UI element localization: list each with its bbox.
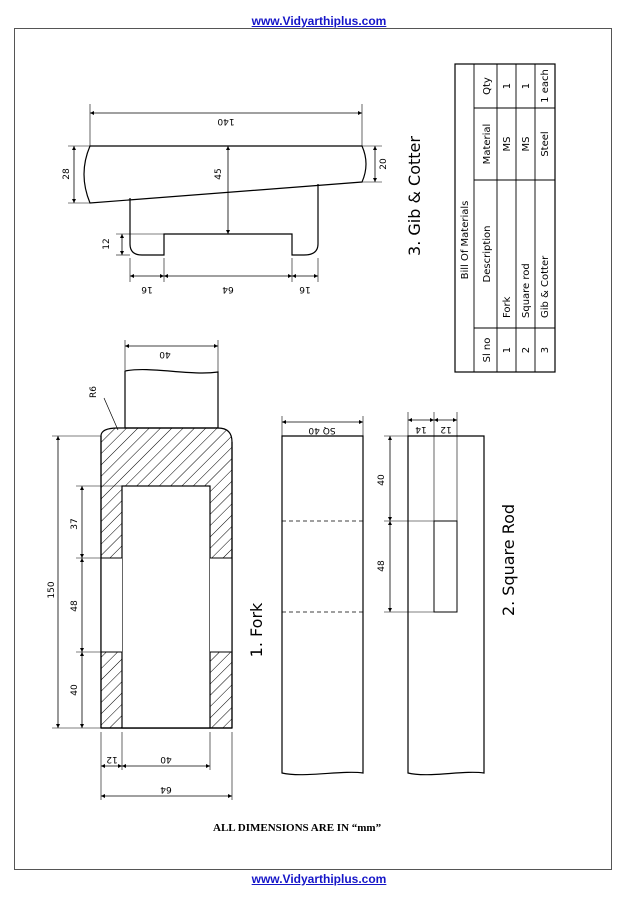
gib-cotter-dim-16-right: 16 xyxy=(299,284,311,294)
square-rod-slot xyxy=(433,520,458,613)
fork-dim-40-shank: 40 xyxy=(159,349,171,359)
gib-cotter-dim-20: 20 xyxy=(379,158,389,170)
square-rod-dim-48: 48 xyxy=(377,560,387,572)
bom-title: Bill Of Materials xyxy=(460,201,471,280)
gib-cotter-dim-140: 140 xyxy=(217,116,234,126)
fork-view: 150 37 48 40 40 R6 12 40 64 1. Fork xyxy=(47,340,266,800)
square-rod-dim-40: 40 xyxy=(377,474,387,486)
fork-dim-64: 64 xyxy=(160,784,172,794)
gib-cotter-body xyxy=(83,145,367,204)
gib-cotter-view: 45 140 28 20 12 16 64 16 3. Gib & Cotter xyxy=(62,104,424,294)
bom-row3-qty: 1 each xyxy=(540,69,551,103)
fork-dim-12: 12 xyxy=(106,754,117,764)
square-rod-front-view xyxy=(281,435,364,776)
square-rod-dim-14: 14 xyxy=(415,424,427,434)
gib-cotter-dim-16-left: 16 xyxy=(141,284,153,294)
header-site-link[interactable]: www.Vidyarthiplus.com xyxy=(251,14,387,28)
bom-row1-material: MS xyxy=(502,137,513,152)
square-rod-title: 2. Square Rod xyxy=(499,504,518,616)
bom-row2-material: MS xyxy=(521,137,532,152)
bom-row1-description: Fork xyxy=(502,296,513,318)
bom-row3-material: Steel xyxy=(540,131,551,156)
gib-cotter-dim-64: 64 xyxy=(222,284,234,294)
fork-dim-37: 37 xyxy=(70,518,80,529)
bill-of-materials: Bill Of Materials Sl no Description Mate… xyxy=(454,63,556,373)
fork-dim-150: 150 xyxy=(47,581,57,598)
fork-dim-48: 48 xyxy=(70,600,80,612)
fork-cotter-hole-left xyxy=(101,558,122,652)
fork-shank xyxy=(124,368,219,429)
fork-dim-r6: R6 xyxy=(89,386,99,398)
bom-row3-description: Gib & Cotter xyxy=(540,255,551,318)
square-rod-views: SQ 40 14 12 40 48 2. Square Rod xyxy=(281,412,518,776)
gib-cotter-dim-12: 12 xyxy=(102,238,112,249)
footer-site-link[interactable]: www.Vidyarthiplus.com xyxy=(251,872,387,886)
fork-cotter-hole-right xyxy=(210,558,232,652)
bom-row2-qty: 1 xyxy=(521,83,532,89)
fork-dim-40-bottom: 40 xyxy=(70,684,80,696)
bom-row1-slno: 1 xyxy=(502,347,513,353)
bom-header-slno: Sl no xyxy=(482,338,493,363)
bom-header-description: Description xyxy=(482,226,493,283)
page-frame xyxy=(14,28,612,870)
bom-row2-slno: 2 xyxy=(521,347,532,353)
bom-row2-description: Square rod xyxy=(521,263,532,318)
bom-header-material: Material xyxy=(482,124,493,165)
bom-header-qty: Qty xyxy=(482,77,493,95)
fork-title: 1. Fork xyxy=(247,602,266,657)
gib-cotter-title: 3. Gib & Cotter xyxy=(405,136,424,256)
bom-row1-qty: 1 xyxy=(502,83,513,89)
fork-slot xyxy=(121,485,211,729)
bom-row3-slno: 3 xyxy=(540,347,551,353)
fork-dim-40-inner: 40 xyxy=(160,754,172,764)
gib-cotter-dim-28: 28 xyxy=(62,168,72,180)
dimensions-note: ALL DIMENSIONS ARE IN “mm” xyxy=(213,822,382,834)
square-rod-dim-sq40: SQ 40 xyxy=(308,425,335,435)
square-rod-dim-12: 12 xyxy=(440,424,451,434)
gib-cotter-dim-45: 45 xyxy=(214,168,224,179)
